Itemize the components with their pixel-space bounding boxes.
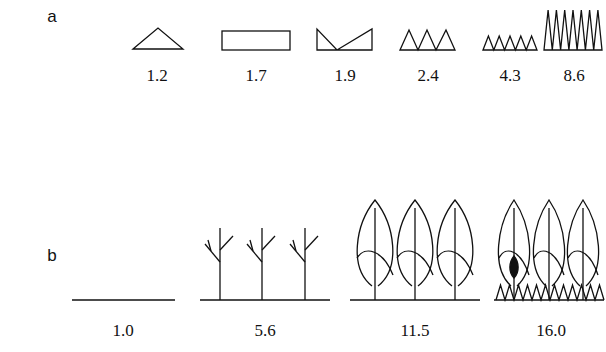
value-label: 1.9: [334, 67, 355, 84]
value-label: 1.2: [146, 67, 167, 84]
five-triangles: [483, 36, 537, 50]
leafy-tree: [357, 200, 393, 300]
value-label: 2.4: [417, 67, 438, 84]
dark-leaf: [510, 256, 518, 278]
value-label: 16.0: [536, 322, 566, 339]
value-label: 1.0: [112, 322, 133, 339]
leafy-tree: [437, 200, 473, 300]
leafy-tree: [397, 200, 433, 300]
value-label: 4.3: [499, 67, 520, 84]
single-triangle: [133, 28, 183, 49]
leafy-tree: [498, 200, 529, 300]
seven-spikes: [544, 10, 602, 50]
value-label: 5.6: [254, 322, 275, 339]
bare-tree: [205, 228, 233, 300]
double-triangle: [317, 29, 372, 50]
panel-letter: a: [47, 8, 56, 25]
leafy-tree: [567, 200, 598, 300]
value-label: 8.6: [563, 67, 584, 84]
rectangle-block: [222, 31, 290, 50]
three-triangles: [400, 30, 455, 50]
bare-ground: [72, 299, 175, 300]
bare-tree: [290, 228, 318, 300]
value-label: 1.7: [245, 67, 266, 84]
leafy-tree: [533, 200, 564, 300]
panel-letter: b: [47, 247, 56, 264]
value-label: 11.5: [400, 322, 429, 339]
undergrowth: [496, 285, 604, 300]
bare-tree: [247, 228, 275, 300]
